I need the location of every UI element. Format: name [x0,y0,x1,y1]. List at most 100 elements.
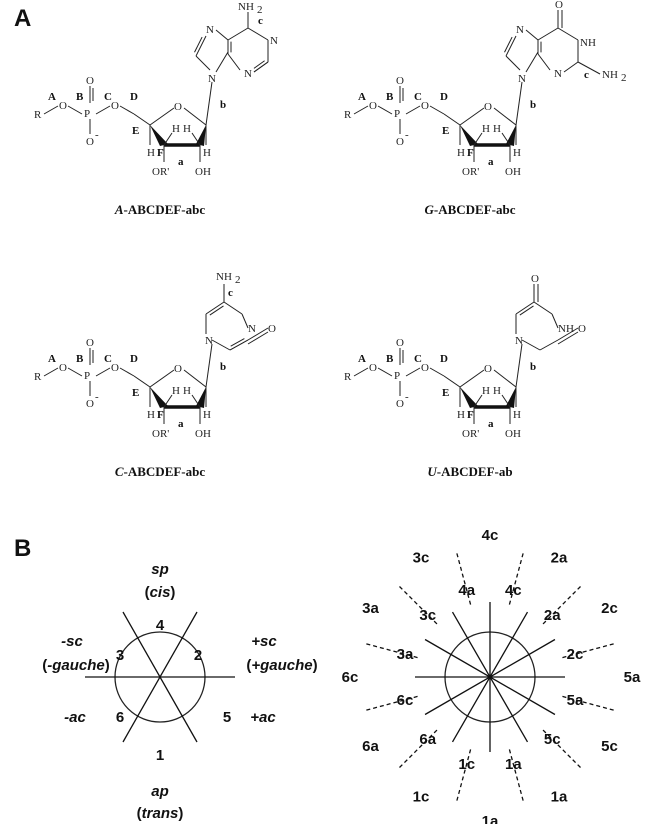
inner-subsector-label: 1c [458,756,475,773]
bond-line [505,55,521,71]
structure-caption: A-ABCDEF-abc [114,202,206,217]
h-atom: H [172,123,180,135]
n1-atom: N [515,335,523,347]
h-atom: H [203,147,211,159]
bond-line [229,339,249,351]
bond-line [515,343,523,388]
bond-line [493,369,517,388]
o-atom: O [59,362,67,374]
oh-group: OH [505,166,521,178]
bond-line [191,132,201,146]
wedge-bond [150,125,168,146]
bond-line [247,27,269,41]
o-atom: O [111,362,119,374]
o-minus-atom: O [396,136,404,148]
outer-subsector-label: 4c [482,527,499,544]
or-prime-group: OR' [152,428,169,440]
bond-line [205,81,213,126]
o6-atom: O [555,0,563,11]
torsion-e-label: E [132,125,139,137]
p-atom: P [394,370,400,382]
panel-label-b: B [14,535,31,562]
inner-subsector-label: 4c [505,582,522,599]
n1-atom: N [270,35,278,47]
wedge-bond [196,387,206,408]
r-atom: R [344,371,352,383]
torsion-b-small-label: b [530,99,536,111]
torsion-a-small-label: a [488,418,494,430]
bond-line [163,394,173,408]
newman-subsector-lines [364,551,616,803]
ring-o-atom: O [174,363,182,375]
bond-line [241,313,249,329]
bond-line [501,394,511,408]
torsion-a-label: A [48,91,56,103]
bond-line [429,105,445,115]
bond-line [473,394,483,408]
torsion-c-label: C [104,353,112,365]
bond-line [557,327,579,341]
o-double-atom: O [86,337,94,349]
torsion-d-label: D [440,353,448,365]
torsion-d-label: D [440,91,448,103]
o-double-atom: O [396,337,404,349]
bond-line [501,132,511,146]
bond-line [43,105,59,115]
subsector-dashed-extension [562,695,616,712]
caption-base-letter: G [425,202,435,217]
inner-subsector-label: 3a [397,646,414,663]
bond-line [247,327,269,341]
inner-subsector-label: 6a [419,731,436,748]
minus-ac-label: -ac [64,709,86,726]
torsion-f-label: F [467,147,474,159]
oh-group: OH [195,428,211,440]
torsion-e-label: E [132,387,139,399]
bond-line [95,105,111,115]
subsector-dashed-extension [397,729,438,770]
bond-line [515,301,535,315]
subsector-dashed-extension [508,551,525,605]
diagonal-axis-2 [122,611,198,743]
bond-line [443,113,461,126]
bond-line [533,301,553,315]
bond-line [149,369,175,388]
torsion-f-label: F [467,409,474,421]
torsion-c-label: C [414,353,422,365]
torsion-c-small-label: c [584,69,589,81]
torsion-b-label: B [386,353,394,365]
torsion-b-label: B [76,91,84,103]
torsion-d-label: D [130,91,138,103]
minus-sign: - [405,391,409,403]
torsion-f-label: F [157,147,164,159]
bond-line [405,105,421,115]
bond-line [211,339,231,351]
nh2-group: NH [216,271,232,283]
sector-4: 4 [156,617,165,634]
plus-sc-label: +sc [251,633,277,650]
wedge-bond [506,387,516,408]
minus-sc-label: -sc [61,633,83,650]
sector-5: 5 [223,709,231,726]
bond-line [519,305,534,316]
bond-line [149,107,175,126]
nh2-sub: 2 [257,4,263,16]
bond-line [227,53,241,71]
h-atom: H [183,385,191,397]
sector-1: 1 [156,747,164,764]
n7-atom: N [206,24,214,36]
o2-atom: O [268,323,276,335]
wedge-bond [460,125,478,146]
plus-ac-label: +ac [250,709,276,726]
bond-line [577,61,601,75]
torsion-b-label: B [76,353,84,365]
bond-line [205,301,225,315]
bond-line [253,60,265,69]
wedge-bond [506,125,516,146]
outer-subsector-label: 6c [342,669,359,686]
nh2-sub: 2 [235,274,241,286]
sector-3: 3 [116,647,124,664]
o-double-atom: O [396,75,404,87]
inner-subsector-label: 5a [567,692,584,709]
